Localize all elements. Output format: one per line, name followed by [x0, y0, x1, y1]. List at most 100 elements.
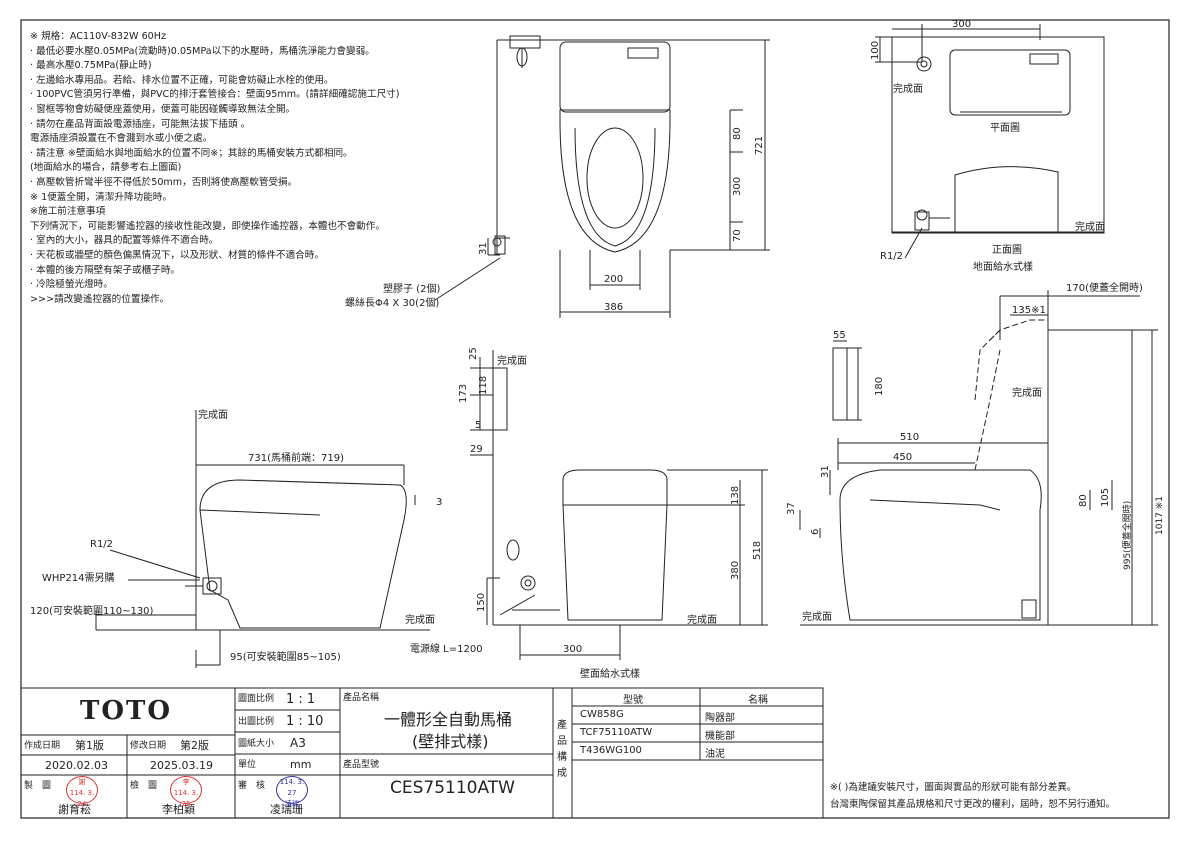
dim-25: 25: [468, 347, 479, 360]
note-line: ※ 1便蓋全開，清潔升降功能時。: [30, 191, 172, 203]
dim-37: 37: [786, 502, 797, 515]
plan-view-drawing: [434, 35, 770, 318]
product-model: CES75110ATW: [390, 778, 515, 798]
dim-138: 138: [730, 486, 741, 505]
note-line: · 請注意 ※壁面給水與地面給水的位置不同※；其餘的馬桶安裝方式都相同。: [30, 147, 353, 159]
note-line: · 天花板或牆壁的顏色偏黑情況下，以及形狀、材質的條件不適合時。: [30, 249, 324, 261]
scale2-value: 1 : 10: [286, 714, 324, 729]
side-view-drawing: [95, 410, 430, 668]
col-name-header: 名稱: [748, 695, 768, 706]
created-date: 2020.02.03: [45, 759, 108, 772]
label-finish-lid: 完成面: [1012, 386, 1042, 399]
dim-105: 105: [1100, 488, 1111, 507]
dim-150: 150: [476, 593, 487, 612]
size-label: 圖紙大小: [238, 739, 275, 749]
created-label: 作成日期: [24, 741, 61, 751]
footnote-2: 台灣東陶保留其產品規格和尺寸更改的權利，屆時，恕不另行通知。: [830, 799, 1116, 810]
part-name: 機能部: [705, 731, 735, 742]
lid-open-side-drawing: [799, 290, 1158, 626]
label-finish-side: 完成面: [198, 408, 228, 421]
drawn-by: 謝育菘: [58, 803, 91, 816]
dim-450: 450: [893, 452, 912, 463]
unit-label: 單位: [238, 760, 257, 770]
revised-label: 修改日期: [130, 741, 167, 751]
unit-value: mm: [290, 758, 312, 771]
product-model-label: 產品型號: [343, 760, 380, 770]
col-model-header: 型號: [623, 695, 643, 706]
dim-180: 180: [874, 377, 885, 396]
label-screw: 螺絲長Φ4 X 30(2個): [345, 296, 439, 309]
dim-173: 173: [458, 384, 469, 403]
scale2-label: 出圖比例: [238, 717, 275, 727]
label-front-view: 正面圖: [992, 244, 1022, 256]
note-line: (地面給水的場合，請參考右上圖面): [30, 162, 182, 174]
note-line: · 窗框等物會妨礙便座蓋使用，便蓋可能因碰觸導致無法全開。: [30, 103, 296, 115]
note-line: · 本體的後方隔壁有架子或櫃子時。: [30, 264, 181, 276]
label-finish-front: 完成面: [497, 354, 527, 367]
scale1-value: 1 : 1: [286, 692, 316, 707]
label-995: 995(便蓋全開時): [1121, 501, 1133, 570]
label-whp214: WHP214需另購: [42, 571, 115, 584]
scale1-label: 圖面比例: [238, 694, 275, 704]
label-plan-view: 平面圖: [990, 122, 1020, 134]
spec-notes: ※ 規格：AC110V-832W 60Hz · 最低必要水壓0.05MPa(流動…: [30, 30, 480, 307]
dim-5: 5: [475, 420, 481, 431]
dim-518: 518: [752, 541, 763, 560]
label-length-731: 731(馬桶前端：719): [248, 451, 344, 464]
product-name-label: 產品名稱: [343, 693, 380, 703]
label-r12-top: R1/2: [880, 251, 903, 262]
part-model: CW858G: [580, 709, 624, 720]
dim-300b: 300: [563, 644, 582, 655]
revised-date: 2025.03.19: [150, 759, 213, 772]
part-model: TCF75110ATW: [580, 727, 653, 738]
label-floor-supply: 地面給水式樣: [973, 260, 1033, 273]
dim-721: 721: [754, 136, 765, 155]
product-name-line1: 一體形全自動馬桶: [384, 710, 513, 729]
label-finish-right: 完成面: [1075, 220, 1105, 233]
dim-top-100: 100: [870, 41, 881, 60]
floor-supply-drawing: [875, 24, 1105, 259]
note-line: · 高壓軟管折彎半徑不得低於50mm，否則將使高壓軟管受損。: [30, 176, 298, 188]
dim-top-300: 300: [952, 19, 971, 30]
note-line: 電源插座須設置在不會濺到水或小便之處。: [30, 133, 213, 145]
part-model: T436WG100: [580, 745, 642, 756]
dim-386: 386: [604, 302, 623, 313]
revised-version: 第2版: [180, 739, 209, 752]
dim-31b: 31: [820, 465, 831, 478]
dim-510: 510: [900, 432, 919, 443]
note-line: ※ 規格：AC110V-832W 60Hz: [30, 31, 167, 42]
check-label: 檢 圖: [130, 781, 158, 791]
note-line: · 最低必要水壓0.05MPa(流動時)0.05MPa以下的水壓時，馬桶洗淨能力…: [30, 45, 375, 57]
note-line: · 最高水壓0.75MPa(靜止時): [30, 60, 152, 72]
dim-29: 29: [470, 444, 483, 455]
approved-by: 凌瑞珊: [270, 803, 303, 816]
remote-control-drawing: [832, 340, 862, 421]
dim-3: 3: [436, 497, 442, 508]
label-finish-top: 完成面: [893, 82, 923, 95]
label-135: 135※1: [1012, 305, 1046, 316]
label-finish-front-floor: 完成面: [687, 613, 717, 626]
label-finish-lid-floor: 完成面: [802, 610, 832, 623]
note-line: · 請勿在產品背面設電源插座，可能無法拔下插頭 。: [30, 118, 251, 130]
composition-label: 產品構成: [557, 720, 567, 779]
product-name-line2: (壁排式樣): [412, 732, 489, 751]
label-finish-side-floor: 完成面: [405, 613, 435, 626]
title-block-grid: [20, 687, 824, 819]
dim-6: 6: [810, 529, 821, 535]
note-line: · 100PVC管須另行準備，與PVC的排汙套管接合：壁面95mm。(請詳細確認…: [30, 89, 400, 101]
note-line: >>>請改變遙控器的位置操作。: [30, 293, 170, 305]
dim-80b: 80: [1078, 494, 1089, 507]
approve-label: 審 核: [238, 781, 266, 791]
label-power-cord: 電源線 L=1200: [410, 642, 483, 655]
note-line: · 左邊給水專用品。若給、排水位置不正確，可能會妨礙止水栓的使用。: [30, 74, 334, 86]
dim-118: 118: [478, 376, 489, 395]
drawn-label: 製 圖: [24, 781, 52, 791]
part-name: 陶器部: [705, 713, 735, 724]
label-1017: 1017 ※1: [1155, 496, 1165, 535]
footnote-1: ※( )為建議安裝尺寸，圖面與實品的形狀可能有部分差異。: [830, 782, 1077, 793]
label-lid-open-170: 170(便蓋全開時): [1066, 281, 1143, 294]
